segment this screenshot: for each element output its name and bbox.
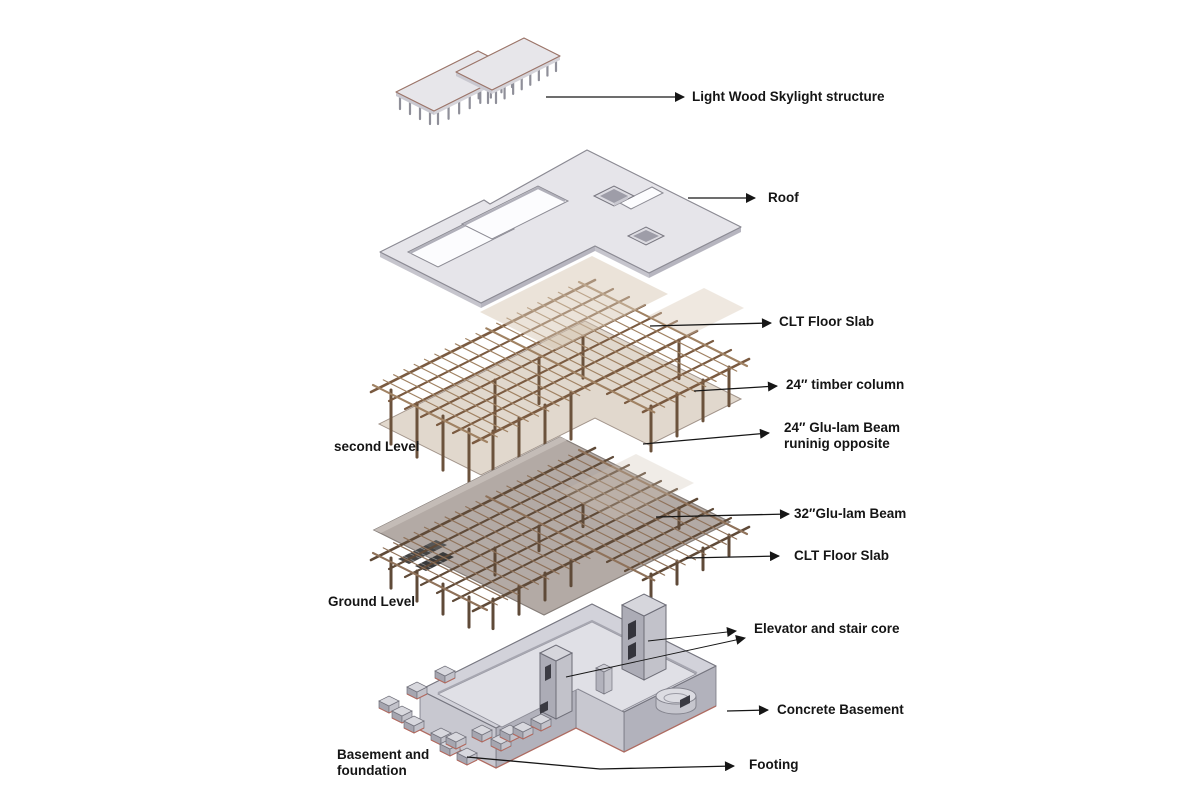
ground-level-drawing bbox=[369, 436, 751, 631]
label-clt-floor-slab-lower: CLT Floor Slab bbox=[794, 548, 889, 563]
leader-glulam-24 bbox=[642, 428, 770, 445]
label-basement-level: Basement and foundation bbox=[337, 747, 430, 778]
concrete-basement-drawing bbox=[378, 593, 717, 769]
label-clt-floor-slab-upper: CLT Floor Slab bbox=[779, 314, 874, 329]
roof-drawing bbox=[379, 149, 742, 308]
leader-elevator-1 bbox=[647, 627, 737, 642]
second-level-frame-drawing bbox=[369, 256, 751, 486]
leader-clt-lower bbox=[685, 551, 780, 562]
leader-elevator-2 bbox=[565, 635, 746, 678]
label-second-level: second Level bbox=[334, 439, 420, 454]
roof-slot-opening bbox=[618, 186, 665, 210]
stair-core-drawing bbox=[538, 644, 574, 720]
leader-footing bbox=[466, 756, 735, 772]
leader-glulam-32 bbox=[655, 509, 790, 520]
skylight-structure-drawing bbox=[395, 37, 561, 126]
leader-basement bbox=[726, 705, 769, 716]
label-timber-column: 24″ timber column bbox=[786, 377, 905, 392]
elevator-core-drawing bbox=[620, 593, 668, 681]
label-ground-level: Ground Level bbox=[328, 594, 416, 609]
leader-clt-upper bbox=[649, 318, 772, 329]
label-roof: Roof bbox=[768, 190, 799, 205]
label-concrete-basement: Concrete Basement bbox=[777, 702, 904, 717]
label-elevator-core: Elevator and stair core bbox=[754, 621, 900, 636]
label-glulam-32: 32″Glu-lam Beam bbox=[794, 506, 907, 521]
footings-drawing bbox=[378, 665, 552, 766]
roof-opening bbox=[460, 185, 570, 240]
label-skylight: Light Wood Skylight structure bbox=[692, 89, 885, 104]
label-glulam-24: 24″ Glu-lam Beam runinig opposite bbox=[784, 420, 901, 451]
label-footing: Footing bbox=[749, 757, 799, 772]
leader-timber-column bbox=[693, 381, 778, 392]
